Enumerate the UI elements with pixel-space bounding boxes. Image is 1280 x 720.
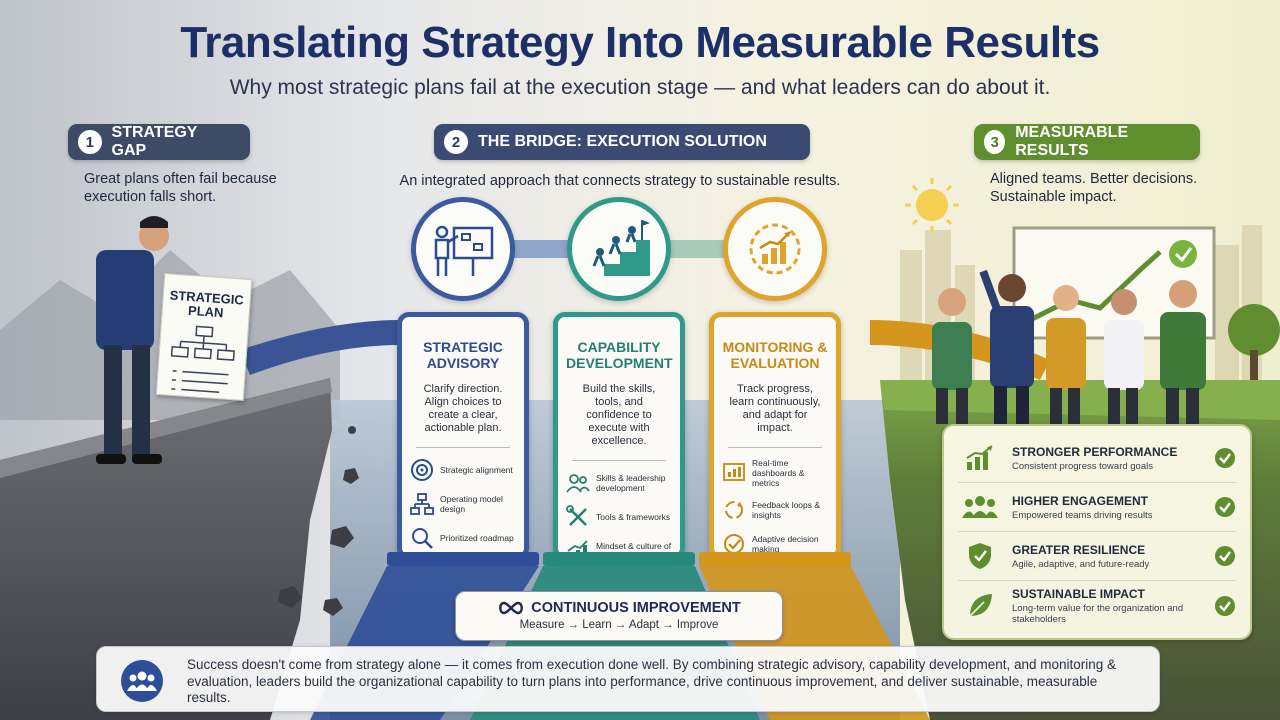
divider [416,447,510,448]
pillar-item-label: Strategic alignment [440,465,513,475]
pillar-item-label: Tools & frameworks [596,512,671,522]
check-badge-icon [1215,497,1235,517]
pillar-base [387,552,539,566]
org-chart-icon [410,493,434,515]
result-row: HIGHER ENGAGEMENT Empowered teams drivin… [958,483,1236,532]
continuous-improvement-steps: Measure → Learn → Adapt → Improve [519,619,719,631]
people-icon [566,474,590,493]
section-desc-results: Aligned teams. Better decisions. Sustain… [990,171,1198,205]
pillar-item-label: Operating model design [440,494,503,514]
summary-box: Success doesn't come from strategy alone… [96,646,1160,712]
pillar-item-label: Feedback loops & insights [752,500,821,520]
section-number: 1 [78,130,102,154]
growth-gauge-icon [749,223,801,275]
results-panel: STRONGER PERFORMANCE Consistent progress… [942,424,1252,640]
leaf-icon [969,593,992,617]
climbing-stairs-icon [588,220,650,276]
pillar-item: Strategic alignment [410,458,516,482]
pillar-item: Skills & leadership development [566,471,672,495]
continuous-improvement-title: CONTINUOUS IMPROVEMENT [531,600,741,616]
capability-circle [567,197,671,301]
section-desc-strategy-gap: Great plans often fail because execution… [84,171,277,205]
pillar-item: Tools & frameworks [566,505,672,529]
section-desc-bridge: An integrated approach that connects str… [399,173,841,189]
page-subtitle: Why most strategic plans fail at the exe… [229,76,1051,99]
pillar-base [699,552,851,566]
divider [572,460,666,461]
pillar-item-label: Real-time dashboards & metrics [752,458,805,488]
result-title: HIGHER ENGAGEMENT [1012,493,1149,508]
section-pill-results: 3 MEASURABLE RESULTS [974,124,1200,160]
pillar-item: Feedback loops & insights [722,498,828,522]
section-number: 2 [444,130,468,154]
pillar-item: Operating model design [410,492,516,516]
summary-text: Success doesn't come from strategy alone… [187,657,1117,705]
pillar-text: Clarify direction. Align choices to crea… [423,383,503,434]
infinity-icon [499,601,524,615]
page-title: Translating Strategy Into Measurable Res… [180,18,1100,67]
target-icon [411,459,433,481]
monitoring-circle [723,197,827,301]
tools-icon [566,505,587,526]
result-subtitle: Consistent progress toward goals [1012,460,1153,472]
list-lines-icon [171,370,229,393]
result-title: GREATER RESILIENCE [1012,542,1146,557]
pillar-item-label: Adaptive decision making [752,534,819,554]
pillar-card-capability-development: CAPABILITY DEVELOPMENT Build the skills,… [553,312,685,561]
check-badge-icon [1215,595,1235,616]
org-chart-icon [170,325,235,361]
section-label: MEASURABLE RESULTS [1015,124,1129,159]
continuous-improvement-box: CONTINUOUS IMPROVEMENT Measure → Learn →… [455,591,783,641]
strategic-plan-document: STRATEGIC PLAN [155,273,253,401]
result-subtitle: Long-term value for the organization and… [1012,602,1184,625]
pillar-text: Track progress, learn continuously, and … [729,383,821,434]
check-badge-icon [1215,546,1235,566]
advisory-circle [411,197,515,301]
sun-icon [905,178,959,232]
section-pill-bridge: 2 THE BRIDGE: EXECUTION SOLUTION [434,124,810,160]
team-icon [962,496,998,518]
result-title: STRONGER PERFORMANCE [1012,444,1178,459]
bar-chart-icon [966,445,993,470]
pillar-card-strategic-advisory: STRATEGIC ADVISORY Clarify direction. Al… [397,312,529,560]
cycle-icon [725,501,743,519]
pillar-base [543,552,695,566]
magnifier-icon [412,528,433,549]
dashboard-icon [723,463,745,481]
presentation-icon [434,225,494,276]
section-number: 3 [984,130,1006,154]
pillar-text: Build the skills, tools, and confidence … [582,383,656,447]
businessman-figure [96,216,169,464]
section-label: STRATEGY GAP [111,124,198,159]
pillar-title: CAPABILITY DEVELOPMENT [566,339,673,371]
pillar-item-label: Prioritized roadmap [440,533,514,543]
divider [728,447,822,448]
pillar-item-label: Skills & leadership development [596,473,666,493]
group-icon [121,660,163,702]
pillar-item: Prioritized roadmap [410,526,516,550]
result-row: GREATER RESILIENCE Agile, adaptive, and … [958,532,1236,581]
pillar-title: MONITORING & EVALUATION [722,339,828,371]
result-subtitle: Agile, adaptive, and future-ready [1012,558,1150,570]
pillar-card-monitoring-evaluation: MONITORING & EVALUATION Track progress, … [709,312,841,560]
plan-label: STRATEGIC PLAN [169,287,245,321]
section-pill-strategy-gap: 1 STRATEGY GAP [68,124,250,160]
result-title: SUSTAINABLE IMPACT [1012,586,1145,601]
result-subtitle: Empowered teams driving results [1012,509,1153,521]
section-label: THE BRIDGE: EXECUTION SOLUTION [478,133,767,150]
result-row: STRONGER PERFORMANCE Consistent progress… [958,434,1236,483]
check-badge-icon [1215,448,1235,468]
shield-icon [969,543,991,569]
pillar-title: STRATEGIC ADVISORY [423,339,503,371]
result-row: SUSTAINABLE IMPACT Long-term value for t… [958,581,1236,630]
pillar-item: Real-time dashboards & metrics [722,458,828,488]
